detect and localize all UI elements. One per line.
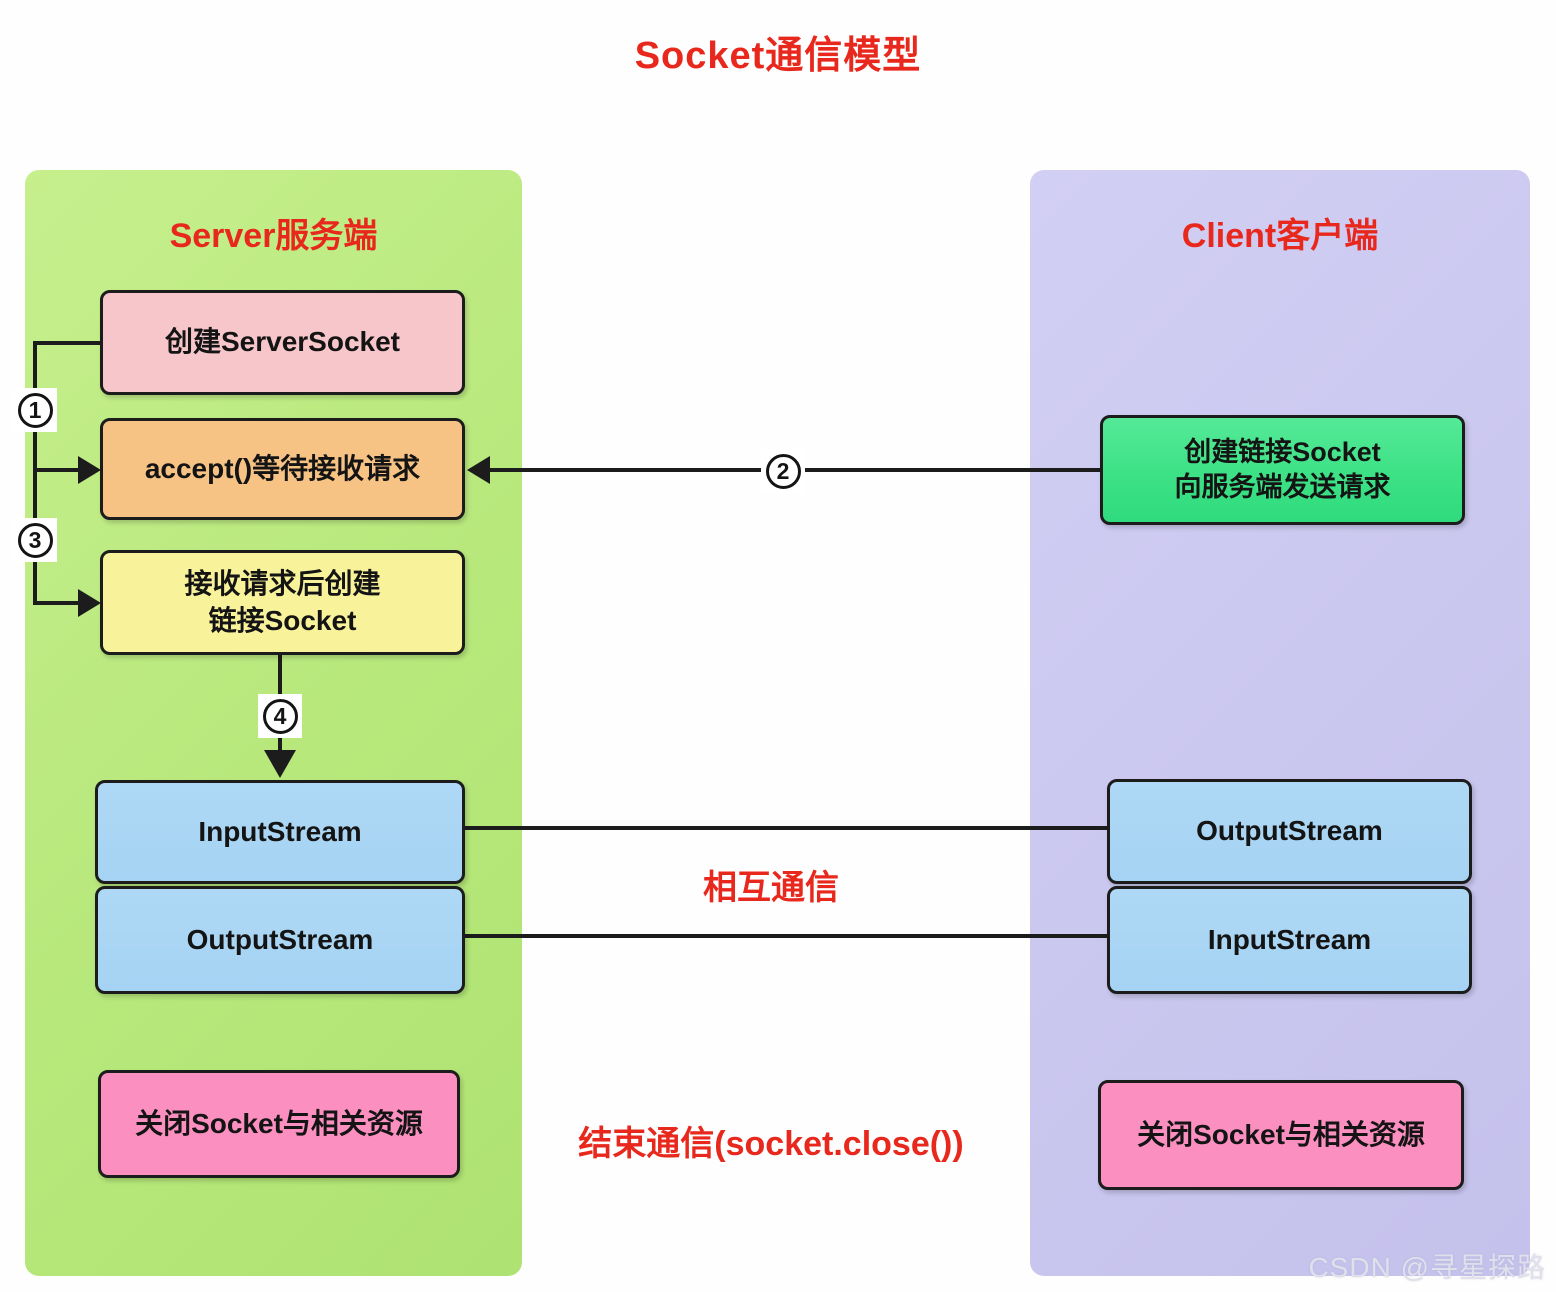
server-close-label: 关闭Socket与相关资源 [135, 1107, 423, 1139]
client-close-label: 关闭Socket与相关资源 [1137, 1118, 1425, 1150]
step-3-number: 3 [17, 522, 53, 558]
connector-outputstream-inputstream-line [465, 934, 1107, 938]
end-communication-label: 结束通信(socket.close()) [578, 1125, 964, 1163]
connector-step1-to-accept-line [33, 468, 79, 472]
connector-inputstream-outputstream-line [465, 826, 1107, 830]
arrowhead-into-accept-icon [78, 456, 101, 484]
server-box-outputstream: OutputStream [95, 886, 465, 994]
server-accept-label: accept()等待接收请求 [144, 452, 421, 484]
arrowhead-into-createsocket-icon [78, 589, 101, 617]
connector-left-vertical-line [33, 341, 37, 605]
server-box-accept: accept()等待接收请求 [100, 418, 465, 520]
server-box-create-socket: 接收请求后创建 链接Socket [100, 550, 465, 655]
step-4-number: 4 [262, 698, 298, 734]
client-create-socket-line2: 向服务端发送请求 [1174, 472, 1391, 502]
client-box-close: 关闭Socket与相关资源 [1098, 1080, 1464, 1190]
step-2-number: 2 [765, 453, 801, 489]
step-1-number: 1 [17, 392, 53, 428]
step-4-badge: 4 [258, 694, 302, 738]
server-create-socket-line1: 接收请求后创建 [184, 568, 381, 600]
mutual-communication-label: 相互通信 [703, 869, 839, 907]
arrowhead-into-inputstream-icon [264, 750, 296, 778]
server-panel-header: Server服务端 [169, 217, 378, 255]
connector-step3-to-createsocket-line [33, 601, 79, 605]
watermark: CSDN @寻星探路 [1308, 1252, 1546, 1283]
connector-serversocket-out-line [33, 341, 100, 345]
step-1-badge: 1 [13, 388, 57, 432]
step-2-badge: 2 [761, 449, 805, 493]
arrowhead-into-accept-from-client-icon [467, 456, 490, 484]
client-box-outputstream: OutputStream [1107, 779, 1472, 884]
server-create-serversocket-label: 创建ServerSocket [164, 326, 400, 358]
client-outputstream-label: OutputStream [1196, 815, 1383, 847]
client-box-create-socket: 创建链接Socket 向服务端发送请求 [1100, 415, 1465, 525]
server-inputstream-label: InputStream [198, 815, 362, 847]
server-box-close: 关闭Socket与相关资源 [98, 1070, 460, 1178]
server-box-create-serversocket: 创建ServerSocket [100, 290, 465, 395]
client-box-inputstream: InputStream [1107, 886, 1472, 994]
server-outputstream-label: OutputStream [186, 923, 374, 955]
diagram-title: Socket通信模型 [634, 35, 922, 77]
server-create-socket-line2: 链接Socket [208, 604, 357, 636]
step-3-badge: 3 [13, 518, 57, 562]
server-box-inputstream: InputStream [95, 780, 465, 884]
client-create-socket-line1: 创建链接Socket [1184, 436, 1381, 467]
client-inputstream-label: InputStream [1207, 923, 1372, 955]
client-panel-header: Client客户端 [1181, 217, 1379, 255]
